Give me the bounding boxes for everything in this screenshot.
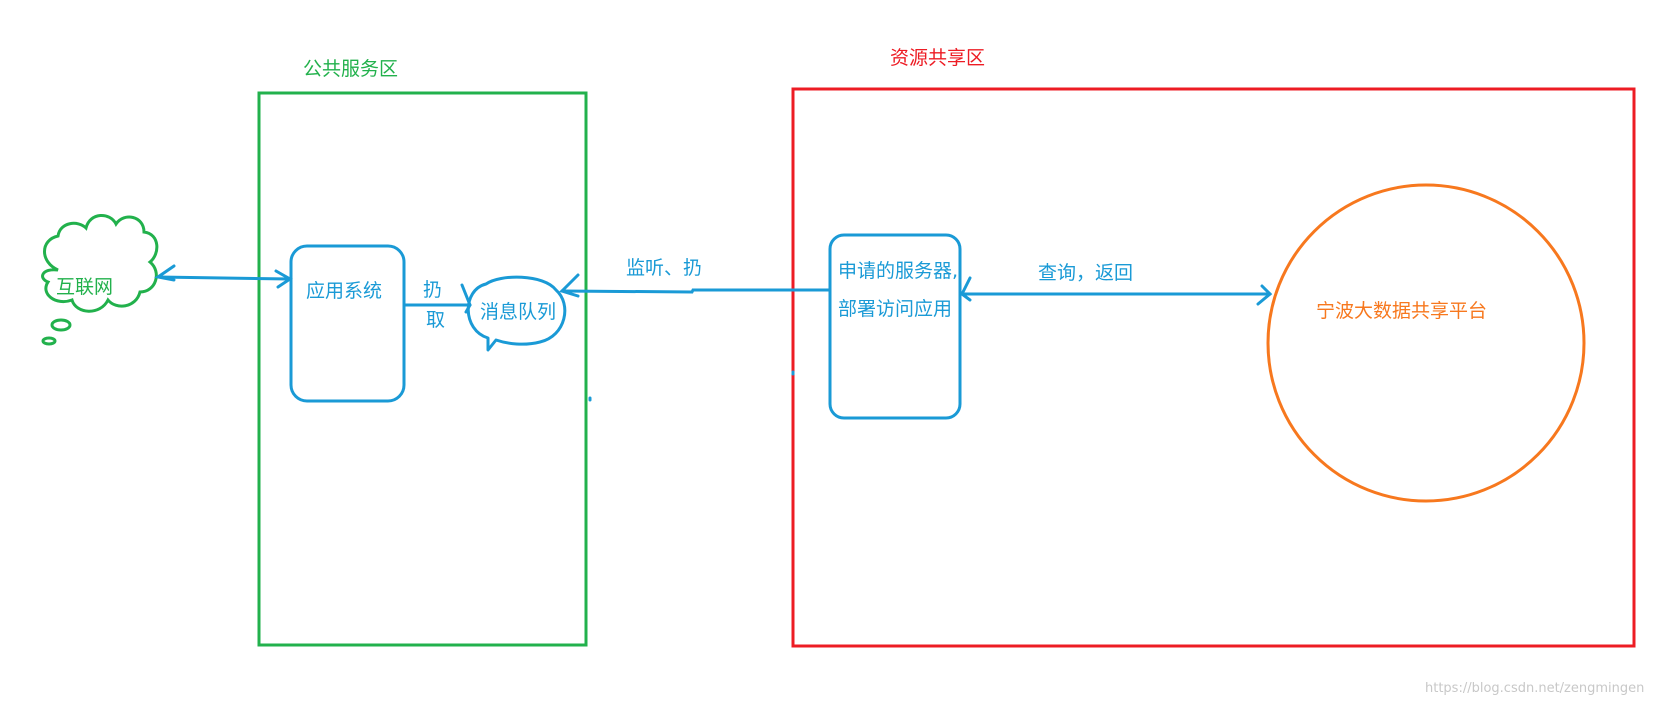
app-queue-edge-label-2: 取 [426,309,446,331]
public-service-zone [257,91,588,647]
app-system-box [289,244,406,403]
resource-sharing-zone-label: 资源共享区 [890,47,986,69]
watermark: https://blog.csdn.net/zengmingen [1425,681,1645,696]
request-server-label-1: 申请的服务器, [838,260,959,282]
server-queue-edge-label: 监听、扔 [626,257,703,279]
resource-sharing-zone [791,87,1636,648]
server-platform-edge-label: 查询，返回 [1038,262,1134,284]
arrow-server-queue [560,288,832,294]
request-server-label-2: 部署访问应用 [838,298,953,320]
arrowhead-internet [154,264,176,282]
arrowhead-platform [1256,284,1273,306]
ningbo-platform-label: 宁波大数据共享平台 [1316,300,1488,322]
app-queue-edge-label-1: 扔 [423,279,443,301]
ningbo-platform-circle [1266,183,1586,503]
internet-label: 互联网 [56,276,114,298]
request-server-box [828,233,962,420]
arrow-internet-app [156,275,292,281]
internet-cloud [41,214,159,346]
message-queue-bubble [466,275,567,352]
public-service-zone-label: 公共服务区 [303,58,399,80]
message-queue-label: 消息队列 [480,301,557,323]
arrowhead-server [960,276,972,302]
arrowhead-app [274,269,293,289]
app-system-label: 应用系统 [306,280,383,302]
arrowhead-queue-right [559,273,580,298]
arrowhead-queue-left [460,283,472,314]
